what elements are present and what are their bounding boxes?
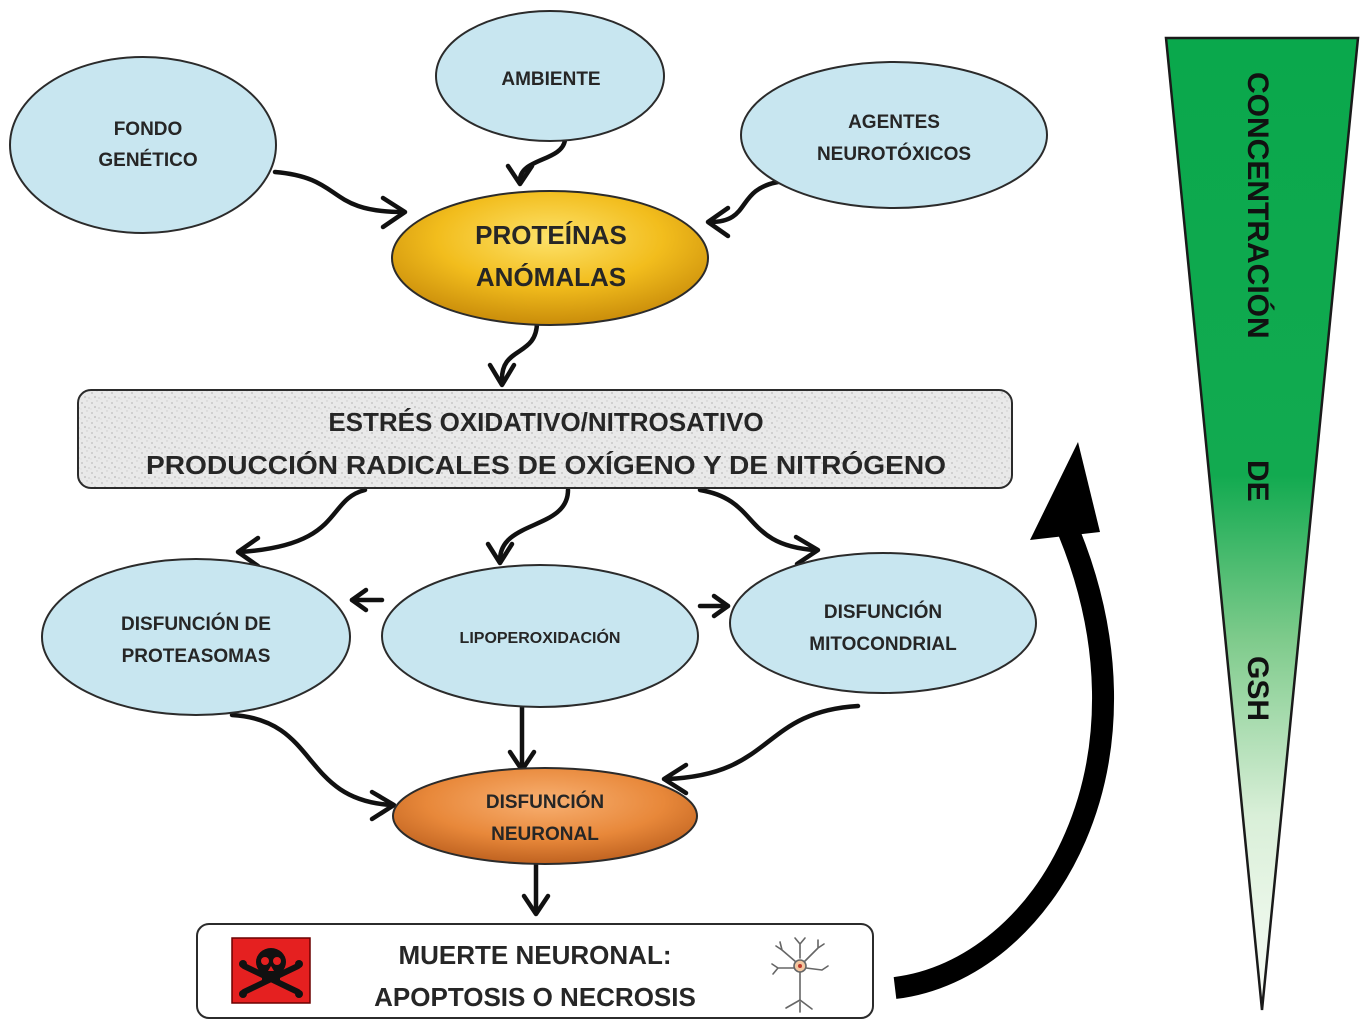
- feedback-arrow-body: [893, 513, 1115, 999]
- skull-crossbones-icon: [231, 937, 311, 1004]
- lipo-label: LIPOPEROXIDACIÓN: [460, 628, 621, 647]
- agentes-line2: NEUROTÓXICOS: [817, 143, 971, 165]
- proteasomas-line2: PROTEASOMAS: [122, 646, 271, 667]
- node-agentes-neurotoxicos: AGENTES NEUROTÓXICOS: [740, 61, 1048, 209]
- mito-line2: MITOCONDRIAL: [809, 634, 957, 655]
- ambiente-label: AMBIENTE: [501, 69, 600, 90]
- arrowhead-estres-mito: [793, 534, 821, 567]
- feedback-arrow-head: [1030, 442, 1100, 540]
- node-lipoperoxidacion: LIPOPEROXIDACIÓN: [381, 564, 699, 708]
- arrow-estres-to-lipo: [497, 487, 571, 563]
- proteinas-line2: ANÓMALAS: [476, 262, 626, 292]
- muerte-line2: APOPTOSIS O NECROSIS: [374, 982, 696, 1012]
- wedge-word2: DE: [1241, 460, 1274, 502]
- arrowhead-fondo: [380, 195, 408, 230]
- arrowhead-ambiente: [505, 163, 535, 187]
- arrowhead-proteinas: [487, 362, 517, 388]
- node-disfuncion-mitocondrial: DISFUNCIÓN MITOCONDRIAL: [729, 552, 1037, 694]
- neuronal-line1: DISFUNCIÓN: [486, 791, 604, 813]
- arrow-fondo-to-proteinas: [272, 169, 406, 215]
- node-muerte-neuronal: MUERTE NEURONAL: APOPTOSIS O NECROSIS: [196, 923, 874, 1019]
- wedge-word3: GSH: [1241, 656, 1274, 721]
- feedback-arrow: [893, 442, 1115, 999]
- arrow-mito-to-neuronal: [664, 703, 861, 782]
- gsh-concentration-wedge: CONCENTRACIÓN DE GSH: [1164, 36, 1360, 1011]
- arrows: [229, 137, 861, 917]
- agentes-line1: AGENTES: [848, 112, 940, 133]
- arrowhead-neuronal-muerte: [521, 893, 551, 917]
- node-ambiente: AMBIENTE: [435, 10, 665, 142]
- arrowhead-estres-proteasomas: [235, 535, 261, 569]
- arrowhead-lipo-mito: [711, 593, 731, 619]
- estres-line2: PRODUCCIÓN RADICALES DE OXÍGENO Y DE NIT…: [146, 450, 946, 480]
- wedge-word1: CONCENTRACIÓN: [1241, 72, 1275, 339]
- fondo-line1: FONDO: [114, 119, 183, 140]
- estres-line1: ESTRÉS OXIDATIVO/NITROSATIVO: [328, 407, 763, 437]
- muerte-line1: MUERTE NEURONAL:: [399, 940, 672, 970]
- mito-line1: DISFUNCIÓN: [824, 601, 942, 623]
- arrowhead-mito-neuronal: [661, 762, 689, 796]
- fondo-line2: GENÉTICO: [98, 149, 197, 171]
- node-disfuncion-neuronal: DISFUNCIÓN NEURONAL: [392, 767, 698, 865]
- proteasomas-line1: DISFUNCIÓN DE: [121, 613, 271, 635]
- arrow-proteinas-to-estres: [499, 319, 540, 385]
- neuron-icon: [771, 937, 829, 1013]
- arrow-ambiente-to-proteinas: [517, 137, 568, 185]
- node-fondo-genetico: FONDO GENÉTICO: [9, 56, 277, 234]
- arrow-agentes-to-proteinas: [707, 179, 781, 225]
- arrowhead-agentes: [705, 205, 731, 239]
- arrow-proteasomas-to-neuronal: [229, 712, 395, 808]
- arrow-estres-to-proteasomas: [237, 487, 368, 555]
- arrowhead-estres-lipo: [485, 541, 515, 566]
- arrow-estres-to-mito: [697, 487, 818, 553]
- node-estres-oxidativo: ESTRÉS OXIDATIVO/NITROSATIVO PRODUCCIÓN …: [77, 389, 1013, 489]
- arrowhead-proteasomas-neuronal: [369, 789, 397, 822]
- node-disfuncion-proteasomas: DISFUNCIÓN DE PROTEASOMAS: [41, 558, 351, 716]
- proteinas-line1: PROTEÍNAS: [475, 220, 627, 250]
- node-proteinas-anomalas: PROTEÍNAS ANÓMALAS: [391, 190, 709, 326]
- arrowhead-lipo-proteasomas: [349, 587, 369, 613]
- neuronal-line2: NEURONAL: [491, 824, 599, 845]
